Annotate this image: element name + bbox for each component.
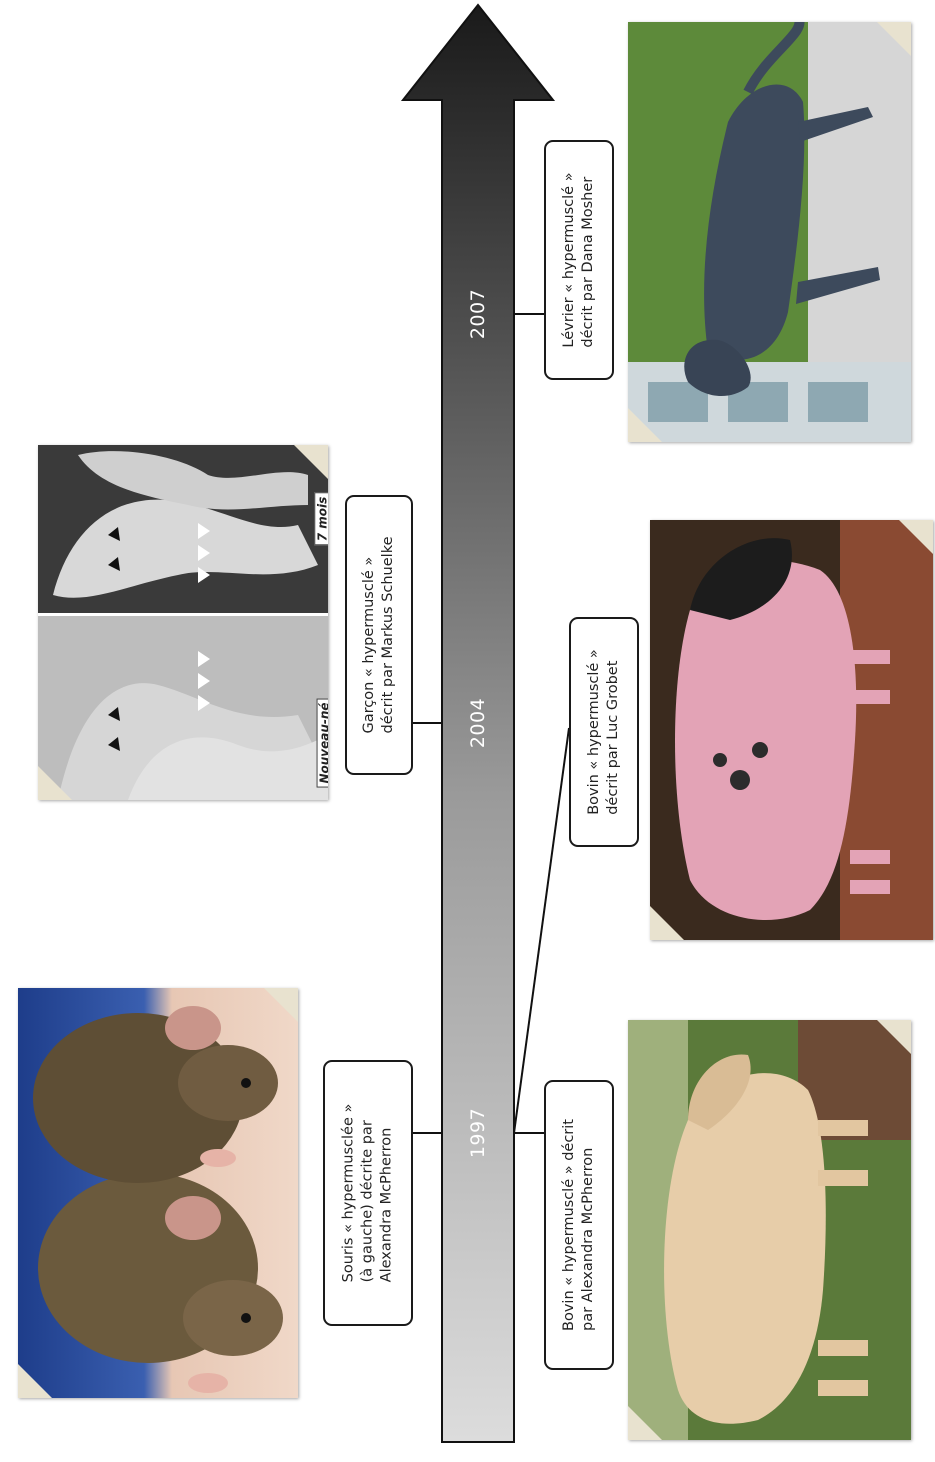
- caption-bovine-grobet-line-1: Bovin « hypermusclé »: [585, 649, 604, 815]
- caption-mouse-line-3: Alexandra McPherron: [378, 1104, 397, 1283]
- seven-months-label: 7 mois: [314, 493, 328, 546]
- caption-whippet-line-2: décrit par Dana Mosher: [579, 172, 598, 347]
- caption-mouse-line-1: Souris « hypermusclée »: [340, 1104, 359, 1283]
- whippet-photo: [628, 22, 911, 442]
- caption-bovine-mcpherron-line-1: Bovin « hypermusclé » décrit: [560, 1119, 579, 1331]
- caption-whippet-line-1: Lévrier « hypermusclé »: [560, 172, 579, 347]
- mouse-photo: [18, 988, 298, 1398]
- caption-bovine-grobet: Bovin « hypermusclé » décrit par Luc Gro…: [569, 617, 639, 847]
- caption-boy-line-2: décrit par Markus Schuelke: [379, 536, 398, 733]
- boy-photo: Nouveau-né 7 mois: [38, 445, 328, 800]
- caption-mouse: Souris « hypermusclée » (à gauche) décri…: [323, 1060, 413, 1326]
- caption-boy-line-1: Garçon « hypermusclé »: [360, 536, 379, 733]
- bovine-grobet-photo: [650, 520, 933, 940]
- year-1997: 1997: [467, 1108, 489, 1158]
- caption-bovine-mcpherron: Bovin « hypermusclé » décrit par Alexand…: [544, 1080, 614, 1370]
- newborn-label: Nouveau-né: [317, 698, 328, 787]
- caption-bovine-mcpherron-line-2: par Alexandra McPherron: [579, 1119, 598, 1331]
- caption-mouse-line-2: (à gauche) décrite par: [359, 1104, 378, 1283]
- caption-whippet: Lévrier « hypermusclé » décrit par Dana …: [544, 140, 614, 380]
- bovine-mcpherron-photo: [628, 1020, 911, 1440]
- caption-bovine-grobet-line-2: décrit par Luc Grobet: [604, 649, 623, 815]
- year-2004: 2004: [467, 698, 489, 748]
- year-2007: 2007: [467, 289, 489, 339]
- caption-boy: Garçon « hypermusclé » décrit par Markus…: [345, 495, 413, 775]
